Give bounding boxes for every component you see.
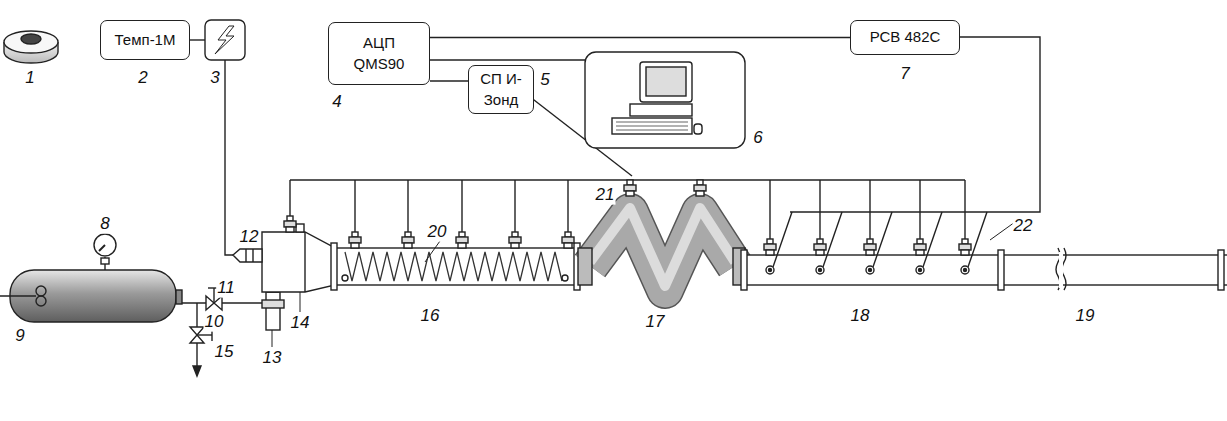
device-box: АЦП QMS90 bbox=[328, 22, 430, 85]
sensor bbox=[766, 212, 792, 274]
wire bbox=[430, 59, 585, 60]
measuring-tube bbox=[741, 248, 1227, 290]
callout-number: 15 bbox=[214, 343, 235, 362]
sensor bbox=[456, 180, 468, 248]
sensor bbox=[349, 180, 361, 248]
callout-number: 5 bbox=[539, 71, 550, 90]
gas-cylinder bbox=[0, 270, 182, 322]
callout-number: 13 bbox=[262, 349, 283, 368]
spring bbox=[345, 252, 562, 281]
turbulizer-pipe bbox=[331, 243, 580, 290]
signal-wire bbox=[430, 80, 468, 81]
signal-wire bbox=[430, 37, 850, 38]
ignition-unit bbox=[205, 20, 245, 60]
device-name: РСВ 482С bbox=[870, 27, 941, 47]
device-box: Темп-1М bbox=[100, 20, 190, 60]
pipe bbox=[182, 302, 268, 303]
pressure-transducer bbox=[4, 31, 58, 63]
callout-number: 14 bbox=[290, 314, 311, 333]
computer bbox=[585, 52, 745, 148]
wire bbox=[790, 37, 1040, 212]
sensor bbox=[402, 180, 414, 248]
callout-number: 8 bbox=[99, 215, 110, 234]
sensor bbox=[509, 180, 521, 248]
sensor bbox=[916, 212, 942, 274]
port bbox=[342, 275, 348, 281]
device-box: РСВ 482С bbox=[850, 20, 960, 55]
callout-number: 7 bbox=[899, 65, 910, 84]
device-name: Темп-1М bbox=[115, 30, 176, 50]
callout-number: 20 bbox=[427, 223, 448, 242]
sensor bbox=[864, 180, 876, 255]
callout-number: 17 bbox=[645, 313, 666, 332]
callout-number: 11 bbox=[216, 279, 236, 298]
callout-number: 21 bbox=[595, 186, 616, 205]
sensor bbox=[816, 212, 842, 274]
detonation-chamber bbox=[262, 224, 335, 292]
callout-number: 1 bbox=[24, 69, 35, 88]
pressure-gauge bbox=[94, 234, 116, 270]
callout-number: 10 bbox=[204, 313, 225, 332]
device-name: СП И-Зонд bbox=[475, 69, 527, 110]
sensor bbox=[562, 180, 574, 248]
callout-number: 19 bbox=[1075, 307, 1096, 326]
callout-number: 4 bbox=[331, 93, 342, 112]
sensor bbox=[694, 180, 706, 196]
callout-number: 2 bbox=[137, 69, 148, 88]
sensor bbox=[959, 180, 971, 255]
device-box: СП И-Зонд bbox=[468, 65, 534, 114]
sensor bbox=[961, 212, 987, 274]
port bbox=[562, 275, 568, 281]
callout-number: 22 bbox=[1013, 217, 1034, 236]
sensor bbox=[624, 180, 636, 196]
wire bbox=[190, 39, 205, 40]
s-bend-section bbox=[578, 208, 745, 290]
sensor-set bbox=[284, 180, 987, 281]
sensor bbox=[284, 180, 296, 232]
callout-number: 16 bbox=[420, 307, 441, 326]
spark-plug bbox=[233, 249, 262, 262]
wire bbox=[225, 60, 233, 255]
callout-number: 9 bbox=[14, 327, 25, 346]
callout-number: 12 bbox=[239, 228, 260, 247]
sensor bbox=[914, 180, 926, 255]
sensor bbox=[764, 180, 776, 255]
callout-number: 6 bbox=[752, 129, 763, 148]
callout-number: 18 bbox=[850, 307, 871, 326]
sensor bbox=[814, 180, 826, 255]
sensor bbox=[866, 212, 892, 274]
device-name: АЦП QMS90 bbox=[348, 33, 410, 74]
callout-number: 3 bbox=[209, 69, 220, 88]
